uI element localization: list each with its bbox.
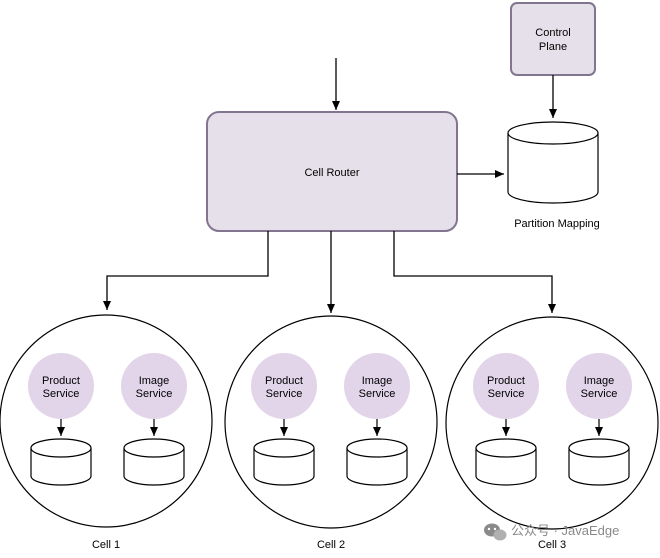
- cell-3-boundary: [445, 316, 659, 530]
- cell-2-product-service-line2: Service: [266, 388, 303, 400]
- partition-mapping-database-icon: [507, 121, 599, 204]
- cell-2: Product Service Image Service Cell 2: [224, 315, 438, 551]
- cell-2-product-service-node: [251, 353, 317, 419]
- wechat-icon: [484, 523, 507, 541]
- control-plane-label-line1: Control: [535, 27, 570, 39]
- cell-1-image-database-icon: [123, 438, 185, 486]
- cell-2-image-service-line1: Image: [362, 375, 393, 387]
- cell-2-image-service-node: [344, 353, 410, 419]
- cell-1-boundary: [0, 314, 213, 528]
- cell-2-caption: Cell 2: [317, 539, 345, 551]
- control-plane-box: Control Plane: [510, 2, 596, 76]
- cell-1: Product Service Image Service Cell 1: [0, 314, 213, 551]
- cell-3-caption: Cell 3: [538, 539, 566, 551]
- cell-1-product-service-line1: Product: [42, 375, 80, 387]
- cell-2-image-service-line2: Service: [359, 388, 396, 400]
- cell-2-image-database-icon: [346, 438, 408, 486]
- cell-3-image-service-line2: Service: [581, 388, 618, 400]
- cell-1-product-database-icon: [30, 438, 92, 486]
- cell-3-product-service-node: [473, 353, 539, 419]
- cell-1-image-service-line1: Image: [139, 375, 170, 387]
- cell-2-product-database-icon: [253, 438, 315, 486]
- cell-3-image-database-icon: [568, 438, 630, 486]
- watermark: 公众号 · JavaEdge: [484, 523, 619, 541]
- cell-2-product-service-line1: Product: [265, 375, 303, 387]
- cell-1-caption: Cell 1: [92, 539, 120, 551]
- cell-3-image-service-line1: Image: [584, 375, 615, 387]
- cell-3-image-service-node: [566, 353, 632, 419]
- partition-mapping-label: Partition Mapping: [514, 218, 600, 230]
- control-plane-label-line2: Plane: [539, 41, 567, 53]
- cell-2-boundary: [224, 315, 438, 529]
- router-to-cell-1-arrow: [103, 231, 269, 310]
- cell-3-product-database-icon: [475, 438, 537, 486]
- cell-1-product-service-node: [28, 353, 94, 419]
- router-to-cell-3-arrow: [393, 231, 556, 313]
- cell-1-product-service-line2: Service: [43, 388, 80, 400]
- watermark-text: 公众号 · JavaEdge: [511, 523, 619, 538]
- cell-3-product-service-line2: Service: [488, 388, 525, 400]
- cell-1-image-service-line2: Service: [136, 388, 173, 400]
- cell-3-product-service-line1: Product: [487, 375, 525, 387]
- cell-router-box: Cell Router: [206, 111, 458, 232]
- cell-3: Product Service Image Service Cell 3: [445, 316, 659, 551]
- cell-1-image-service-node: [121, 353, 187, 419]
- cell-router-label: Cell Router: [304, 167, 359, 179]
